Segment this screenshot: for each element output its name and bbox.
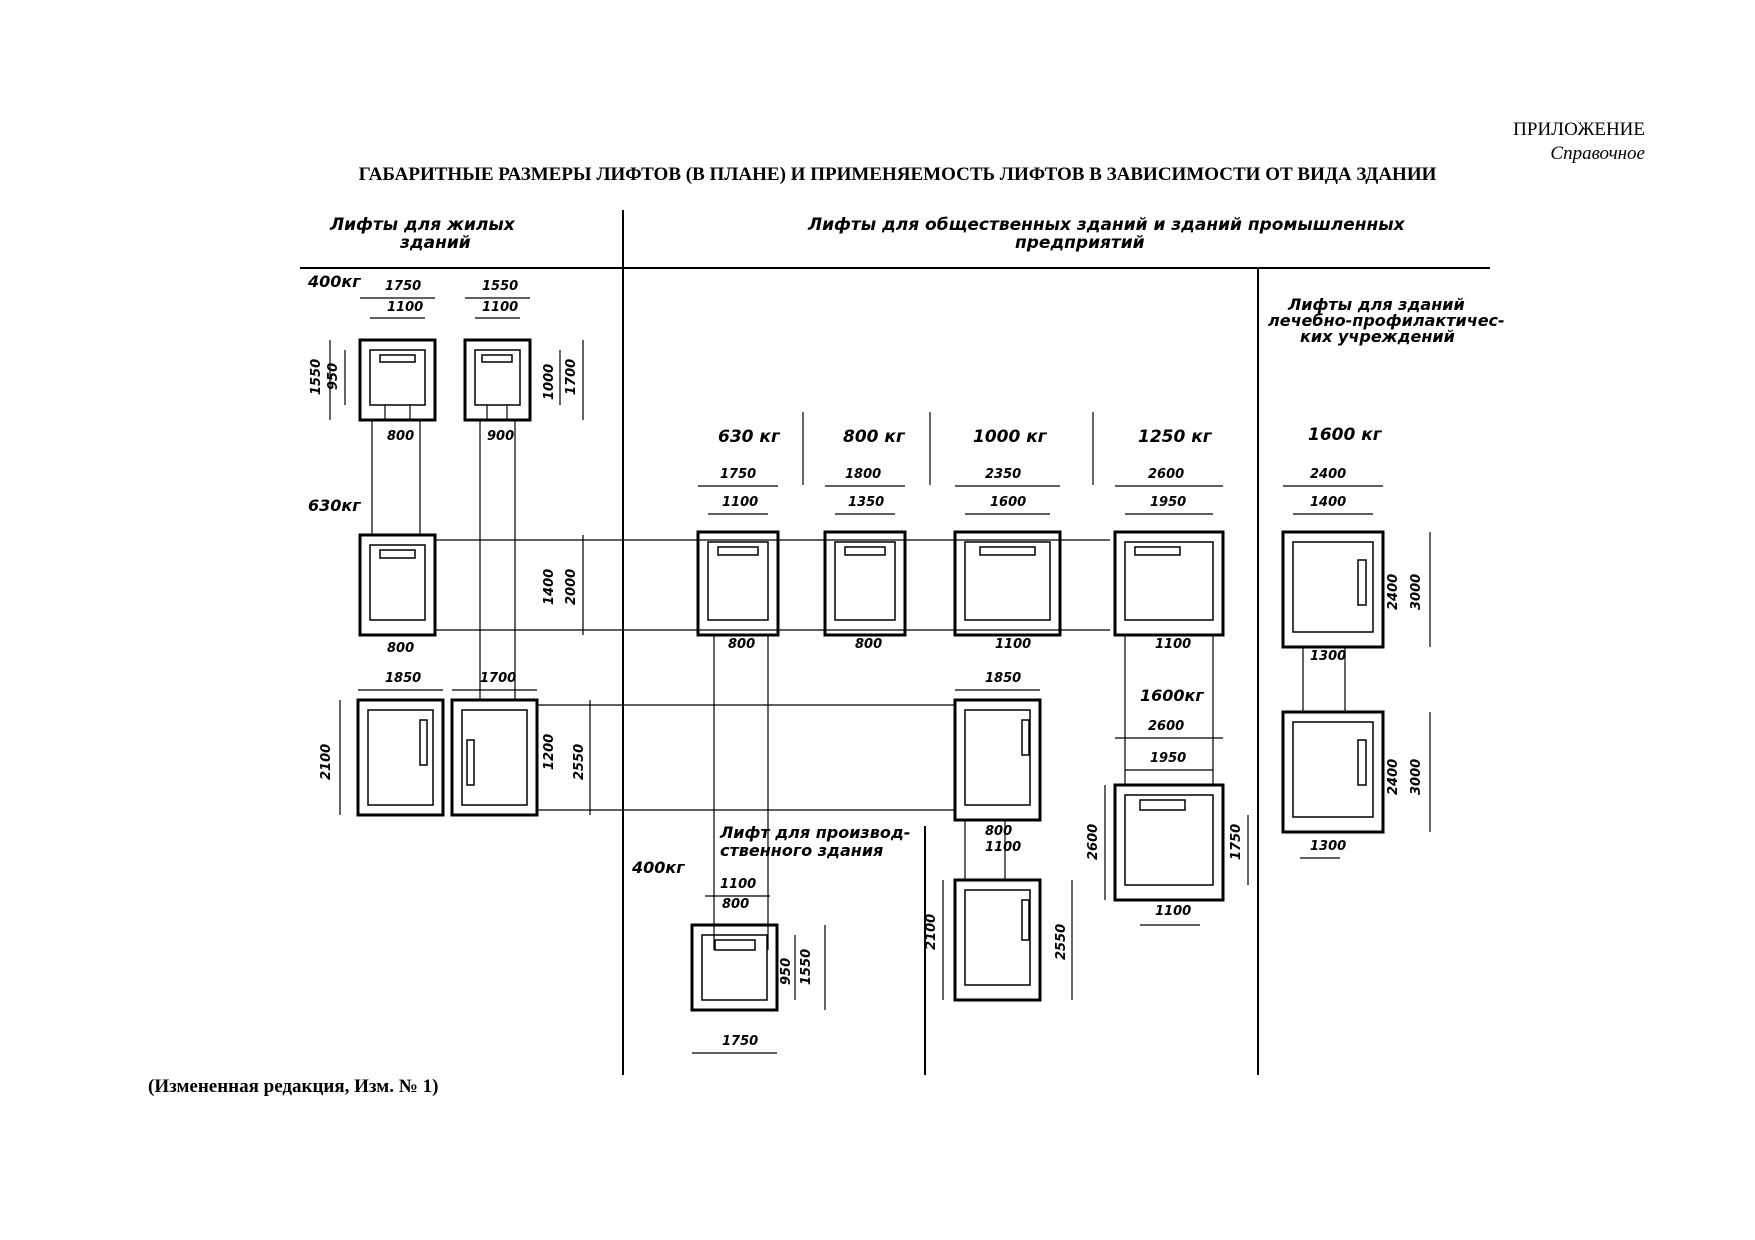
section-medical-line3: ких учреждений [1300,327,1455,346]
revision-note: (Измененная редакция, Изм. № 1) [148,1076,439,1097]
dim-800-pub800: 800 [855,637,882,652]
load-1000: 1000 кг [973,427,1048,447]
shaft-med-b [1281,710,1385,834]
dim-800-pub1850: 800 [985,824,1012,839]
section-medical-line2: лечебно-профилактичес- [1268,311,1505,330]
section-public-line1: Лифты для общественных зданий и зданий п… [807,215,1406,235]
load-400-industrial: 400кг [631,858,685,877]
dim-2400-med: 2400 [1310,467,1346,482]
dim-800-630: 800 [387,641,414,656]
appendix-block: ПРИЛОЖЕНИЕ Справочное [1513,118,1645,166]
section-residential-line1: Лифты для жилых [329,215,516,235]
dim-1400-v: 1400 [542,569,557,605]
dim-2550-res: 2550 [572,744,587,780]
dim-1850-pub: 1850 [985,671,1021,686]
shaft-pub800 [823,530,907,637]
dim-1950-pub1600: 1950 [1150,751,1186,766]
section-industrial-line1: Лифт для производ- [719,823,910,842]
dim-1750-v-pub1600: 1750 [1229,824,1244,860]
shaft-res630 [358,533,437,637]
dim-2550-v-pub: 2550 [1054,924,1069,960]
load-1600-medical: 1600 кг [1308,425,1383,445]
load-1250: 1250 кг [1138,427,1213,447]
section-public-line2: предприятий [1015,233,1145,253]
page-title: ГАБАРИТНЫЕ РАЗМЕРЫ ЛИФТОВ (В ПЛАНЕ) И ПР… [358,164,1437,185]
shaft-pub-2550 [953,878,1042,1002]
shaft-res-1850 [356,698,445,817]
dim-2100-res: 2100 [319,744,334,780]
shaft-res-1700 [450,698,539,817]
dim-1100-pub1600: 1100 [1155,904,1191,919]
dim-1000-v: 1000 [542,364,557,400]
dim-1100-pub630: 1100 [722,495,758,510]
appendix-label: ПРИЛОЖЕНИЕ [1513,119,1645,140]
shaft-res400-a [358,338,437,422]
dim-2600-v-pub1600: 2600 [1086,824,1101,860]
shaft-pub1250 [1113,530,1225,637]
dim-1100-a: 1100 [387,300,423,315]
dim-1700-res: 1700 [480,671,516,686]
shaft-med-a [1281,530,1385,649]
dim-2600-pub1250: 2600 [1148,467,1184,482]
load-800: 800 кг [843,427,906,447]
dim-2000-v: 2000 [564,569,579,605]
shaft-ind400 [690,923,779,1012]
dim-1100-pub1000: 1100 [995,637,1031,652]
dim-2400-v-med-b: 2400 [1386,759,1401,795]
section-residential-line2: зданий [399,233,471,253]
shaft-pub1600 [1113,783,1225,902]
dim-1750-pub630: 1750 [720,467,756,482]
shaft-pub1000 [953,530,1062,637]
dim-800-ind: 800 [722,897,749,912]
dim-1600-pub1000: 1600 [990,495,1026,510]
appendix-reference: Справочное [1550,143,1645,164]
load-400-residential: 400кг [307,272,361,291]
dim-1350-pub800: 1350 [848,495,884,510]
section-industrial-line2: ственного здания [720,841,883,860]
dim-1100-ind: 1100 [720,877,756,892]
dim-1550-v: 1550 [309,359,324,395]
dim-1400-med: 1400 [1310,495,1346,510]
dim-1550-v-ind: 1550 [799,949,814,985]
load-630: 630 кг [718,427,781,447]
dim-1100-pub1850: 1100 [985,840,1021,855]
dim-2400-v-med-a: 2400 [1386,574,1401,610]
load-630-residential: 630кг [308,496,361,515]
dim-800-a: 800 [387,429,414,444]
dim-900-b: 900 [487,429,514,444]
dim-3000-v-med-a: 3000 [1409,574,1424,610]
shaft-res400-b [463,338,532,422]
dim-1950-pub1250: 1950 [1150,495,1186,510]
dim-800-pub630: 800 [728,637,755,652]
dim-1200-res: 1200 [542,734,557,770]
dim-950-v: 950 [326,363,341,390]
shaft-pub630 [696,530,780,637]
shaft-pub-1850 [953,698,1042,822]
dim-1750-ind: 1750 [722,1034,758,1049]
dim-1300-med-b: 1300 [1310,839,1346,854]
dim-2350-pub1000: 2350 [985,467,1021,482]
dim-1800-pub800: 1800 [845,467,881,482]
dim-1550-b: 1550 [482,279,518,294]
section-medical-line1: Лифты для зданий [1287,295,1465,314]
dim-1300-med-a: 1300 [1310,649,1346,664]
dim-2600-pub1600: 2600 [1148,719,1184,734]
dim-1750-a: 1750 [385,279,421,294]
dim-1100-b: 1100 [482,300,518,315]
dim-1850-res: 1850 [385,671,421,686]
dim-1700-v: 1700 [564,359,579,395]
dim-950-v-ind: 950 [779,958,794,985]
load-1600-public: 1600кг [1140,686,1204,705]
dim-2100-v-pub: 2100 [924,914,939,950]
dim-1100-pub1250: 1100 [1155,637,1191,652]
dim-3000-v-med-b: 3000 [1409,759,1424,795]
